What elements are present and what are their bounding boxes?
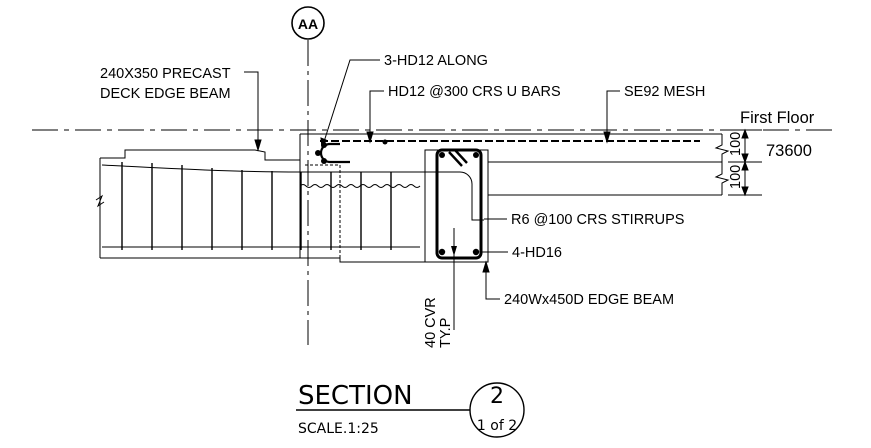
precast-deck-beam [95,149,425,263]
slab-depth-dim: 100 [728,132,744,156]
leaders [244,59,762,300]
insitu-slab [299,133,730,196]
cover-label-line1: 40 CVR [423,297,439,348]
scale-text: SCALE.1:25 [298,421,379,437]
cover-label-line2: TY.P [438,318,454,348]
mesh-label: SE92 MESH [624,84,705,100]
step-depth-dim: 100 [728,165,744,189]
sheet-number: 1 of 2 [477,418,517,434]
bottom-bars-label: 4-HD16 [512,245,562,261]
grid-bubble [291,6,325,40]
u-bars-label: HD12 @300 CRS U BARS [388,84,561,100]
hd12-along-label: 3-HD12 ALONG [384,53,488,69]
title-text: SECTION [298,381,413,411]
edge-beam-stirrup [435,148,483,260]
title-bubble [469,382,525,438]
level-value: 73600 [766,142,812,160]
grid-line-aa: AA [291,6,325,345]
grid-label: AA [298,16,318,32]
u-bar [315,139,388,164]
precast-beam-label-line1: 240X350 PRECAST [100,66,231,82]
precast-beam-label-line2: DECK EDGE BEAM [100,86,231,102]
stirrups-label: R6 @100 CRS STIRRUPS [511,212,684,228]
edge-beam [340,148,489,330]
level-name: First Floor [740,109,815,127]
precast-stirrups [121,162,392,250]
section-title: SECTION SCALE.1:25 2 1 of 2 [296,381,525,438]
edge-beam-label: 240Wx450D EDGE BEAM [504,292,674,308]
section-number: 2 [490,384,504,409]
